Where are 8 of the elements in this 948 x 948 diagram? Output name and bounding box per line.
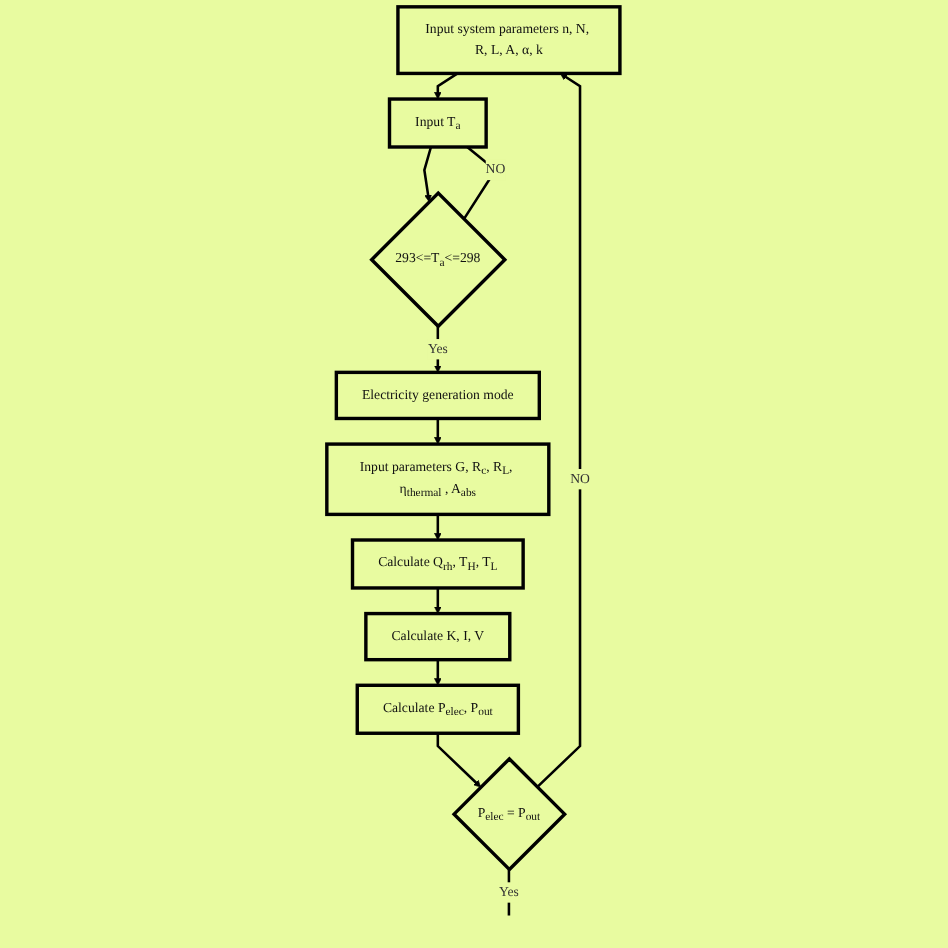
arrow	[434, 587, 443, 614]
arrow	[536, 73, 582, 789]
arrow	[437, 733, 482, 788]
arrow	[434, 659, 443, 686]
arrow	[434, 72, 459, 100]
arrow	[434, 418, 443, 445]
arrow	[434, 514, 443, 541]
arrow	[423, 146, 433, 203]
